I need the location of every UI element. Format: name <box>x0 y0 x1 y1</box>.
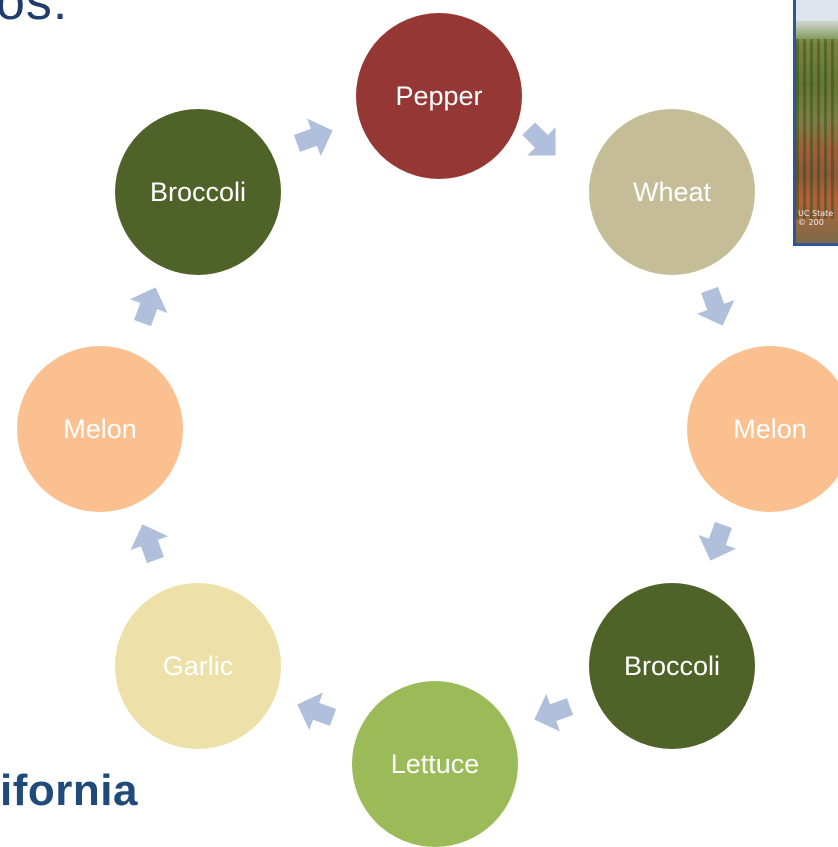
cycle-arrow <box>297 692 337 731</box>
cycle-node-label: Pepper <box>395 80 483 111</box>
cycle-node-garlic: Garlic <box>115 583 281 749</box>
cycle-node-melon-right: Melon <box>687 346 838 512</box>
cycle-node-label: Lettuce <box>390 748 480 779</box>
cycle-arrow <box>696 286 735 326</box>
cycle-node-label: Garlic <box>162 650 234 681</box>
cycle-arrow <box>129 287 168 327</box>
cycle-node-wheat: Wheat <box>589 109 755 275</box>
cycle-node-lettuce: Lettuce <box>352 681 518 847</box>
cycle-arrow <box>130 524 169 564</box>
photo-credit: UC State © 200 <box>798 209 834 227</box>
cycle-node-label: Melon <box>63 413 137 444</box>
cycle-node-broccoli-right: Broccoli <box>589 583 755 749</box>
brand-wordmark-fragment: ifornia <box>0 766 138 815</box>
cycle-node-label: Broccoli <box>623 650 721 681</box>
cycle-arrow <box>698 521 737 561</box>
cycle-arrow <box>534 693 574 732</box>
cycle-node-melon-left: Melon <box>17 346 183 512</box>
field-photo: UC State © 200 <box>793 0 838 246</box>
slide-title-fragment: os: <box>0 0 69 31</box>
cycle-arrow <box>293 118 333 157</box>
cycle-node-pepper: Pepper <box>356 13 522 179</box>
cycle-node-label: Broccoli <box>149 176 247 207</box>
cycle-arrow <box>522 122 556 156</box>
cycle-node-label: Wheat <box>632 176 712 207</box>
cycle-node-broccoli-left: Broccoli <box>115 109 281 275</box>
photo-crop-rows <box>796 39 838 219</box>
cycle-node-label: Melon <box>733 413 807 444</box>
photo-sky <box>796 0 838 21</box>
